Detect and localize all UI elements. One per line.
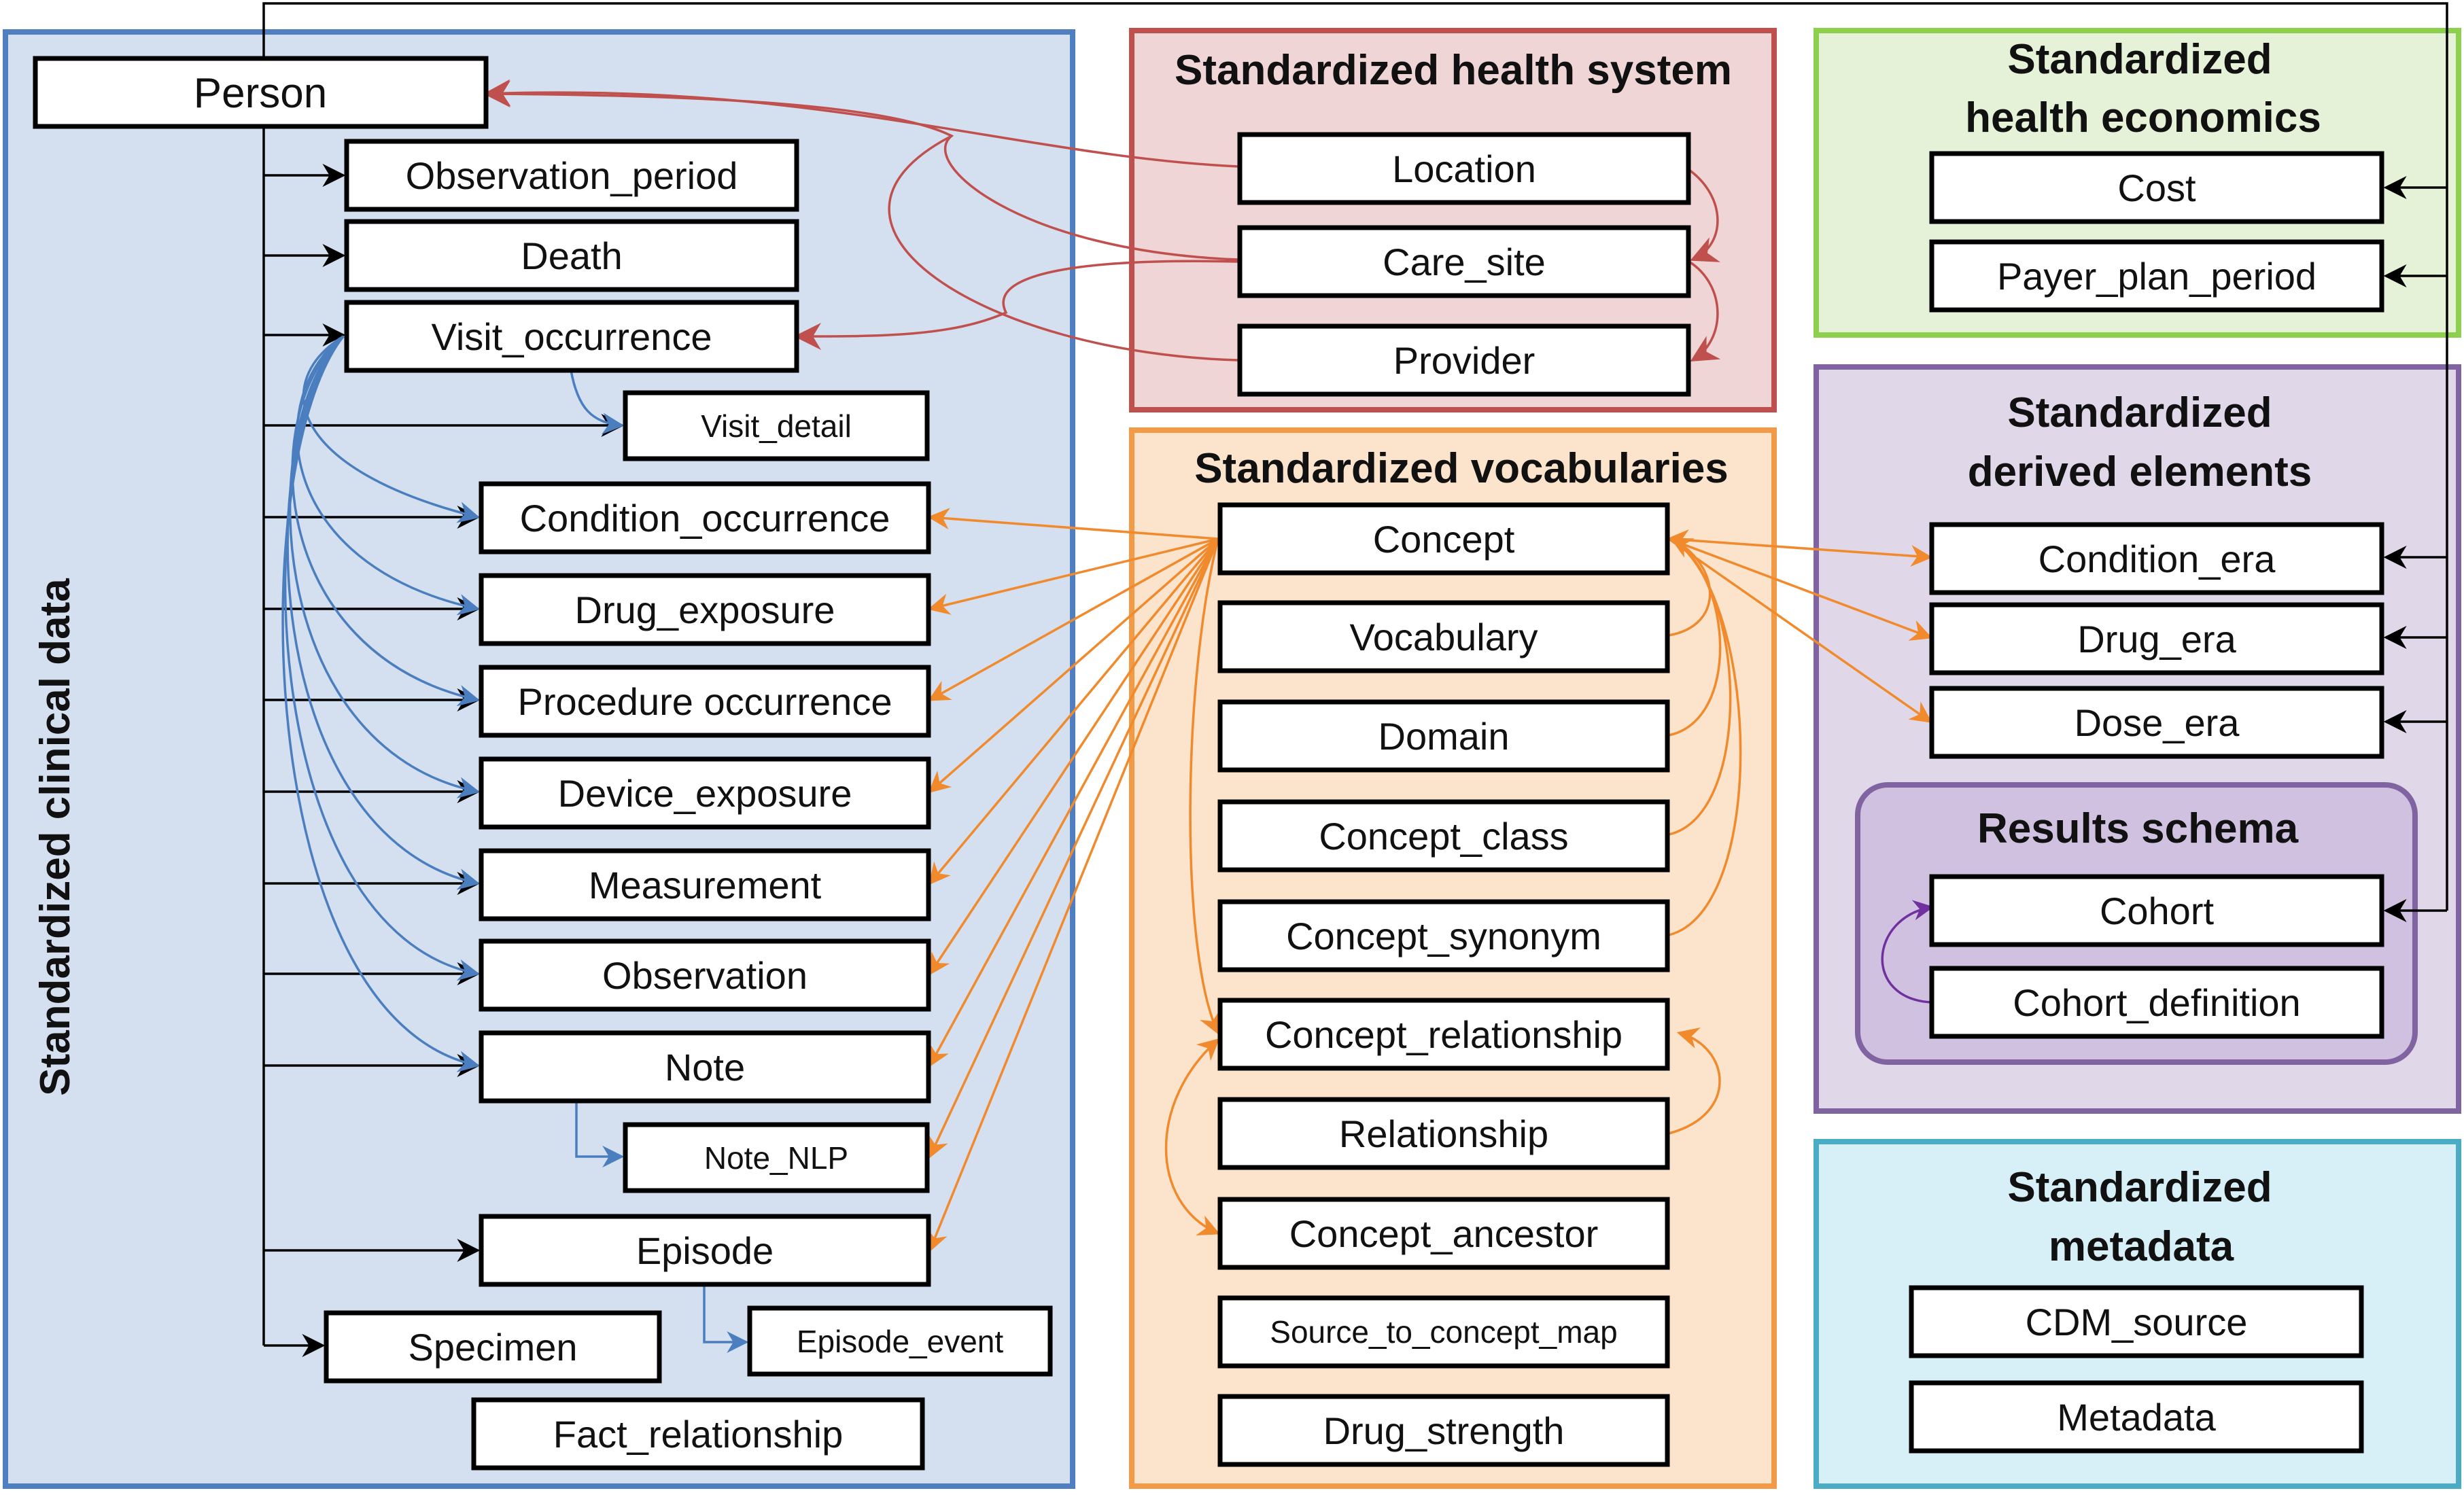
table-label: Condition_era (2038, 538, 2276, 580)
table-person[interactable]: Person (33, 56, 489, 129)
table-label: Drug_exposure (575, 588, 835, 631)
table-condition-era[interactable]: Condition_era (1929, 522, 2384, 595)
table-drug-strength[interactable]: Drug_strength (1217, 1394, 1670, 1467)
cohort-connector (1881, 900, 1934, 1004)
visit-connectors (281, 335, 749, 1353)
table-device-exposure[interactable]: Device_exposure (479, 756, 931, 830)
table-death[interactable]: Death (344, 219, 799, 292)
table-label: Episode_event (797, 1324, 1004, 1359)
table-cdm-source[interactable]: CDM_source (1909, 1285, 2364, 1358)
table-label: Observation (602, 954, 808, 997)
panel-title-economics-line1: Standardized (2007, 36, 2272, 83)
table-label: Care_site (1383, 241, 1546, 283)
table-domain[interactable]: Domain (1217, 699, 1670, 773)
table-provider[interactable]: Provider (1237, 323, 1691, 397)
table-concept-ancestor[interactable]: Concept_ancestor (1217, 1197, 1670, 1270)
table-label: Concept_relationship (1265, 1013, 1623, 1056)
table-measurement[interactable]: Measurement (479, 848, 931, 921)
person-connectors (262, 2, 2448, 1357)
table-label: Drug_strength (1323, 1409, 1565, 1452)
table-concept[interactable]: Concept (1217, 502, 1670, 576)
panel-title-derived-line2: derived elements (1968, 448, 2312, 495)
table-drug-era[interactable]: Drug_era (1929, 602, 2384, 675)
table-dose-era[interactable]: Dose_era (1929, 686, 2384, 759)
table-label: Provider (1393, 339, 1535, 382)
panel-title-health-system: Standardized health system (1175, 47, 1732, 94)
table-label: Drug_era (2077, 618, 2236, 661)
table-concept-relationship[interactable]: Concept_relationship (1217, 998, 1670, 1071)
table-label: Observation_period (406, 154, 738, 197)
panel-title-derived-line1: Standardized (2007, 389, 2272, 436)
table-label: Episode (636, 1229, 774, 1272)
table-label: Concept (1373, 518, 1515, 561)
table-label: Payer_plan_period (1997, 255, 2316, 298)
table-label: Vocabulary (1349, 616, 1538, 658)
table-observation-period[interactable]: Observation_period (344, 139, 799, 212)
table-specimen[interactable]: Specimen (324, 1310, 662, 1384)
table-label: Metadata (2057, 1396, 2216, 1439)
concept-connectors (926, 508, 1933, 1252)
table-cohort[interactable]: Cohort (1929, 874, 2384, 947)
table-episode-event[interactable]: Episode_event (747, 1305, 1053, 1377)
table-cost[interactable]: Cost (1929, 151, 2384, 224)
table-label: Dose_era (2075, 701, 2240, 744)
table-label: Measurement (589, 864, 822, 907)
table-label: Note_NLP (704, 1140, 848, 1176)
table-episode[interactable]: Episode (479, 1214, 931, 1287)
table-drug-exposure[interactable]: Drug_exposure (479, 573, 931, 646)
table-visit-occurrence[interactable]: Visit_occurrence (344, 300, 799, 373)
table-label: Concept_ancestor (1289, 1212, 1599, 1255)
table-metadata[interactable]: Metadata (1909, 1380, 2364, 1454)
health-system-connectors (483, 79, 1721, 362)
table-label: Visit_occurrence (432, 315, 712, 358)
table-label: Procedure occurrence (518, 680, 892, 723)
table-label: Source_to_concept_map (1270, 1314, 1617, 1350)
table-concept-synonym[interactable]: Concept_synonym (1217, 899, 1670, 972)
table-label: Visit_detail (701, 408, 852, 444)
table-cohort-definition[interactable]: Cohort_definition (1929, 966, 2384, 1039)
table-observation[interactable]: Observation (479, 938, 931, 1012)
table-label: Device_exposure (558, 772, 852, 815)
table-label: Specimen (408, 1326, 577, 1369)
table-location[interactable]: Location (1237, 132, 1691, 205)
table-label: Concept_class (1319, 815, 1568, 858)
table-source-to-concept-map[interactable]: Source_to_concept_map (1217, 1295, 1670, 1369)
table-fact-relationship[interactable]: Fact_relationship (471, 1397, 925, 1471)
table-payer-plan-period[interactable]: Payer_plan_period (1929, 239, 2384, 313)
table-label: Fact_relationship (553, 1413, 843, 1456)
panel-title-metadata-line2: metadata (2049, 1223, 2234, 1270)
table-care-site[interactable]: Care_site (1237, 225, 1691, 298)
table-label: Person (194, 70, 327, 117)
table-label: Death (521, 234, 622, 277)
table-label: Cost (2117, 166, 2196, 209)
panel-title-economics-line2: health economics (1965, 94, 2321, 141)
table-label: Condition_occurrence (520, 497, 890, 540)
table-procedure-occurrence[interactable]: Procedure occurrence (479, 665, 931, 738)
table-concept-class[interactable]: Concept_class (1217, 799, 1670, 873)
table-label: Concept_synonym (1286, 915, 1601, 957)
table-label: Location (1392, 147, 1536, 190)
table-label: Cohort (2100, 890, 2215, 932)
table-visit-detail[interactable]: Visit_detail (623, 390, 930, 461)
table-relationship[interactable]: Relationship (1217, 1097, 1670, 1170)
table-label: Relationship (1339, 1112, 1548, 1155)
panel-title-vocabularies: Standardized vocabularies (1194, 445, 1729, 492)
panel-title-results: Results schema (1977, 805, 2299, 852)
table-label: Note (665, 1046, 745, 1089)
table-note[interactable]: Note (479, 1030, 931, 1104)
panel-title-metadata-line1: Standardized (2007, 1164, 2272, 1211)
table-condition-occurrence[interactable]: Condition_occurrence (479, 481, 931, 555)
table-note-nlp[interactable]: Note_NLP (623, 1122, 930, 1193)
table-label: CDM_source (2026, 1301, 2248, 1343)
table-label: Domain (1378, 715, 1510, 758)
table-vocabulary[interactable]: Vocabulary (1217, 600, 1670, 673)
panel-title-clinical: Standardized clinical data (32, 578, 79, 1096)
table-label: Cohort_definition (2013, 981, 2300, 1024)
